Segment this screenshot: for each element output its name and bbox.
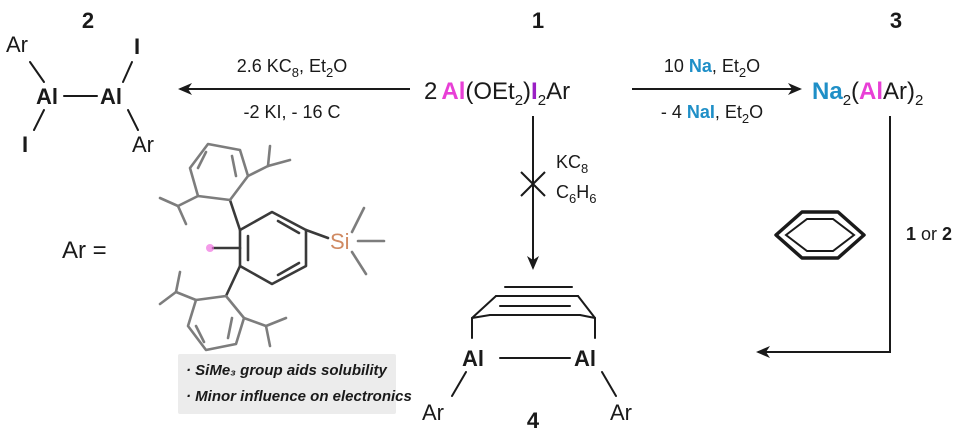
compound-4-ar-left: Ar (422, 400, 444, 425)
compound-3-formula: Na2(AlAr)2 (812, 78, 923, 109)
arrow-2-bottom-conditions: -2 KI, - 16 C (243, 102, 340, 122)
ar-structure: Si (158, 142, 386, 352)
compound-1-number: 1 (532, 8, 544, 33)
compound-4-ar-right: Ar (610, 400, 632, 425)
silicon-label: Si (330, 229, 350, 254)
compound-4-structure: Al Al Ar Ar (422, 286, 632, 425)
compound-4-al-left: Al (462, 346, 484, 371)
compound-2-ar-bottom: Ar (132, 132, 154, 157)
note-electronics: · Minor influence on electronics (186, 388, 412, 405)
ar-definition-label: Ar = (62, 237, 107, 264)
down-arrow-reagent: KC8 (556, 152, 588, 176)
note-solubility: · SiMe₃ group aids solubility (186, 362, 387, 379)
benzene-icon (774, 210, 866, 260)
arrow-3-to-4 (756, 116, 891, 358)
arrow-3-to-4-label: 1 or 2 (906, 224, 952, 244)
arrow-3-bottom-conditions: - 4 NaI, Et2O (661, 102, 763, 126)
compound-2-iodine-bottom: I (22, 132, 28, 157)
notes-box (178, 354, 396, 414)
arrow-3-top-conditions: 10 Na, Et2O (664, 56, 760, 80)
compound-2-number: 2 (82, 8, 94, 33)
down-arrow-solvent: C6H6 (556, 182, 596, 206)
arrow-2-top-conditions: 2.6 KC8, Et2O (237, 56, 348, 80)
compound-2-al-right: Al (100, 84, 122, 109)
blocked-cross-icon (520, 171, 546, 197)
compound-2-al-left: Al (36, 84, 58, 109)
compound-2-iodine-top: I (134, 34, 140, 59)
attachment-point-icon (206, 244, 214, 252)
compound-4-al-right: Al (574, 346, 596, 371)
compound-2-structure: Ar Al Al I I Ar (6, 32, 154, 157)
compound-4-number: 4 (527, 408, 540, 433)
compound-3-number: 3 (890, 8, 902, 33)
compound-2-ar-top: Ar (6, 32, 28, 57)
